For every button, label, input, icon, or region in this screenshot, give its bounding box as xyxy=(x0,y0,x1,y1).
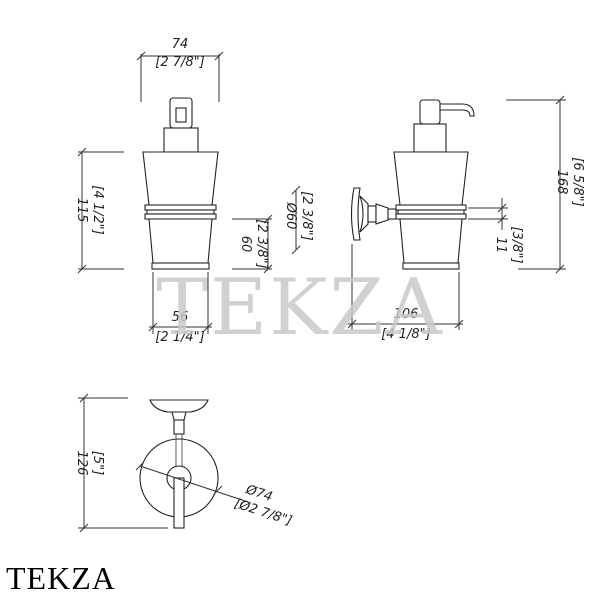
arm-stub xyxy=(387,208,397,220)
dim-collar-height-in: [2 3/8"] xyxy=(254,219,269,268)
dim-total-height-in: [6 5/8"] xyxy=(570,157,585,206)
dim-diameter-mm: Ø60 xyxy=(283,202,298,230)
side-pump-head xyxy=(419,99,441,125)
dim-height-body-in: [4 1/2"] xyxy=(90,185,105,234)
watermark-text: TEKZA xyxy=(156,263,444,353)
arm-knuckle xyxy=(367,205,377,223)
dim-top-width-in: [2 7/8"] xyxy=(155,55,204,70)
dim-diameter-in: [2 3/8"] xyxy=(299,191,314,240)
dim-top-depth-mm: 126 xyxy=(74,451,89,476)
pump-nozzle xyxy=(175,107,187,123)
dim-projection-in: [4 1/8"] xyxy=(381,327,430,342)
mount-arm xyxy=(173,477,185,529)
side-glass-lower xyxy=(399,218,463,264)
wall-flange xyxy=(350,187,361,241)
dim-bottom-width-in: [2 1/4"] xyxy=(155,330,204,345)
dim-top-width-mm: 74 xyxy=(172,37,189,52)
front-view: 74 [2 7/8"] 115 [4 1/2"] 56 [2 1/4"] 60 … xyxy=(74,37,273,345)
side-ring-1 xyxy=(395,204,467,211)
glass-body-lower xyxy=(148,218,213,264)
ring-band-2 xyxy=(146,209,215,215)
arm-link xyxy=(375,203,389,225)
pump-collar xyxy=(163,127,199,153)
ring-band-1 xyxy=(144,204,217,211)
dim-ring-height-mm: 11 xyxy=(493,237,508,254)
brand-logo-text: TEKZA xyxy=(6,560,116,596)
dim-collar-height-mm: 60 xyxy=(238,236,253,253)
flange-rosette xyxy=(359,195,369,233)
dim-top-depth-in: [5"] xyxy=(90,451,105,475)
dim-bottom-width-mm: 56 xyxy=(172,310,189,325)
dim-total-height-mm: 168 xyxy=(554,170,569,195)
dim-height-body-mm: 115 xyxy=(74,198,89,223)
top-view: 126 [5"] Ø74 [Ø2 7/8"] xyxy=(74,393,294,533)
pump-spout xyxy=(439,103,475,117)
holder-neck xyxy=(171,411,187,421)
ring-band-3 xyxy=(144,213,217,220)
side-ring-3 xyxy=(395,213,467,220)
glass-body-upper xyxy=(142,151,219,206)
dim-projection-mm: 106 xyxy=(394,307,419,322)
base-foot xyxy=(151,262,210,270)
side-glass-upper xyxy=(393,151,469,206)
holder-stem xyxy=(173,419,185,435)
side-base-foot xyxy=(402,262,460,270)
side-pump-collar xyxy=(413,123,447,153)
side-ring-2 xyxy=(397,209,465,215)
holder-cup xyxy=(149,399,209,413)
side-view: Ø60 [2 3/8"] 168 [6 5/8"] 11 [3 xyxy=(283,95,585,342)
dim-ring-height-in: [3/8"] xyxy=(509,226,524,263)
